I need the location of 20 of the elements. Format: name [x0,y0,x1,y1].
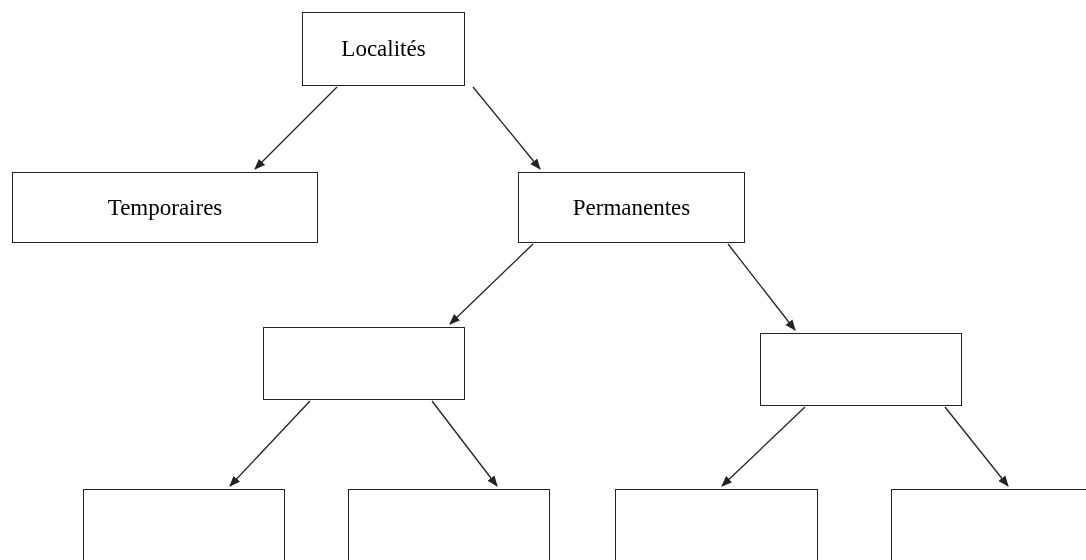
box [83,489,285,560]
box [263,327,465,400]
arrow [229,400,311,487]
box [891,489,1086,560]
box [518,172,745,243]
node-label: Permanentes [572,194,691,221]
box [302,12,465,86]
arrow [727,243,796,331]
arrow [449,243,534,325]
box [12,172,318,243]
node-label: Temporaires [107,194,223,221]
arrow [472,86,541,170]
arrow [944,406,1009,487]
box [760,333,962,406]
arrow [254,86,338,170]
node-label: Localités [341,36,426,62]
arrow [721,406,806,487]
box [615,489,818,560]
arrow [431,400,498,487]
box [348,489,550,560]
